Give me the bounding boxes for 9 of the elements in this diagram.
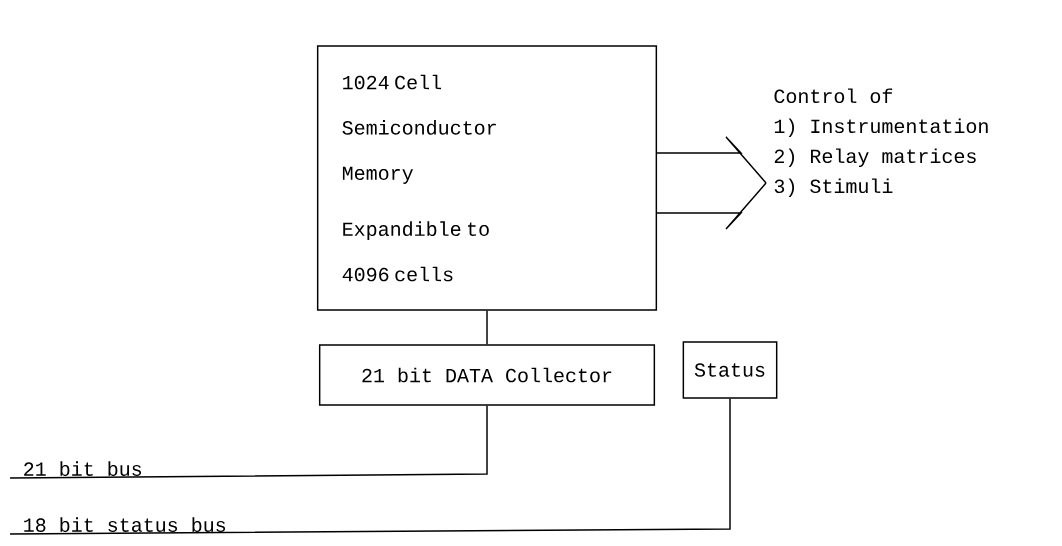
connector-line (486, 310, 488, 345)
memory-box: 1024 Cell Semiconductor Memory Expandible to 4096 cells (316, 45, 658, 311)
process-box: Status (682, 341, 778, 399)
bus-line (9, 398, 731, 535)
edge-label: 21 bit bus (24, 461, 142, 476)
bus-line (9, 405, 488, 479)
process-box: 21 bit DATA Collector (318, 344, 656, 406)
edge-label: 18 bit status bus (24, 517, 226, 532)
output-list: Control of 1) Instrumentation 2) Relay matrices 3) Stimuli (774, 88, 988, 198)
